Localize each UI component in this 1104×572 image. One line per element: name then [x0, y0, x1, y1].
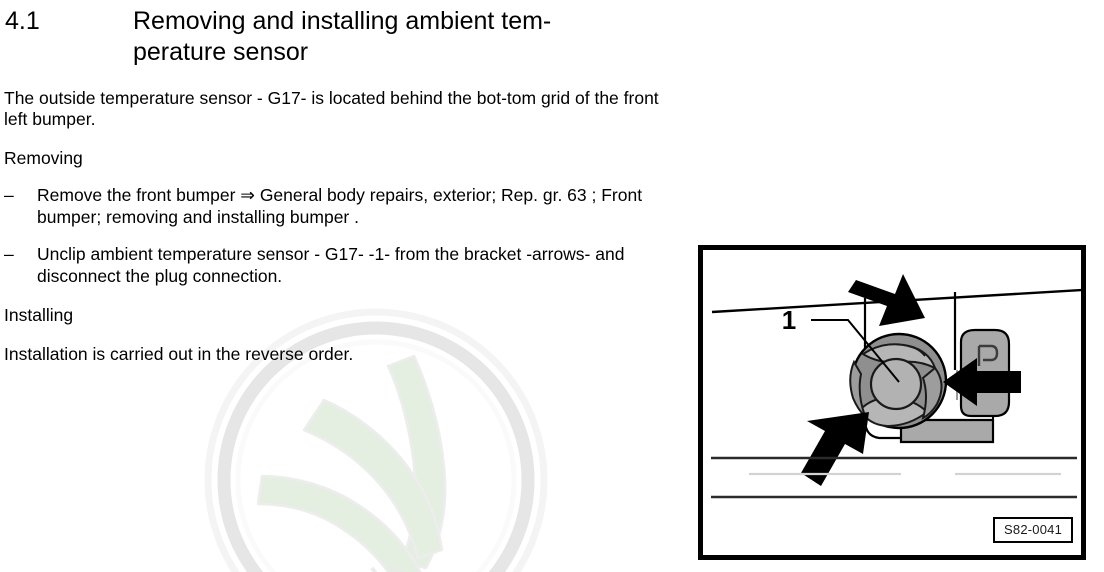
callout-leader-line — [811, 319, 900, 383]
subheading-removing: Removing — [4, 148, 83, 168]
figure-canvas: 1 S82-0041 — [703, 250, 1081, 555]
list-item: – Unclip ambient temperature sensor - G1… — [0, 244, 672, 287]
intro-paragraph: The outside temperature sensor - G17- is… — [4, 88, 659, 129]
heading-title: Removing and installing ambient tem-pera… — [133, 6, 625, 68]
sensor-bracket-drawing: 1 — [711, 274, 1081, 499]
unclip-arrow-bottom-left — [801, 412, 869, 486]
bullet-dash-icon: – — [4, 244, 14, 264]
installing-paragraph: Installation is carried out in the rever… — [4, 344, 354, 364]
list-item: – Remove the front bumper ⇒ General body… — [0, 185, 672, 228]
list-item-text: Remove the front bumper ⇒ General body r… — [37, 185, 643, 227]
heading-title-line-1: Removing and installing ambient tem- — [133, 7, 552, 35]
figure-id-label: S82-0041 — [993, 517, 1073, 543]
unclip-arrow-top — [848, 274, 925, 326]
subheading-installing: Installing — [4, 305, 74, 325]
bullet-dash-icon: – — [4, 185, 14, 205]
figure-illustration: 1 S82-0041 — [698, 245, 1086, 560]
list-item-text: Unclip ambient temperature sensor - G17-… — [37, 244, 625, 286]
unclip-arrow-right — [943, 358, 1021, 406]
text-column: 4.1 Removing and installing ambient tem-… — [0, 0, 672, 365]
heading-title-line-2: perature sensor — [133, 38, 309, 66]
page-heading: 4.1 Removing and installing ambient tem-… — [0, 0, 672, 68]
callout-number-1: 1 — [782, 305, 796, 335]
heading-number: 4.1 — [5, 7, 40, 35]
